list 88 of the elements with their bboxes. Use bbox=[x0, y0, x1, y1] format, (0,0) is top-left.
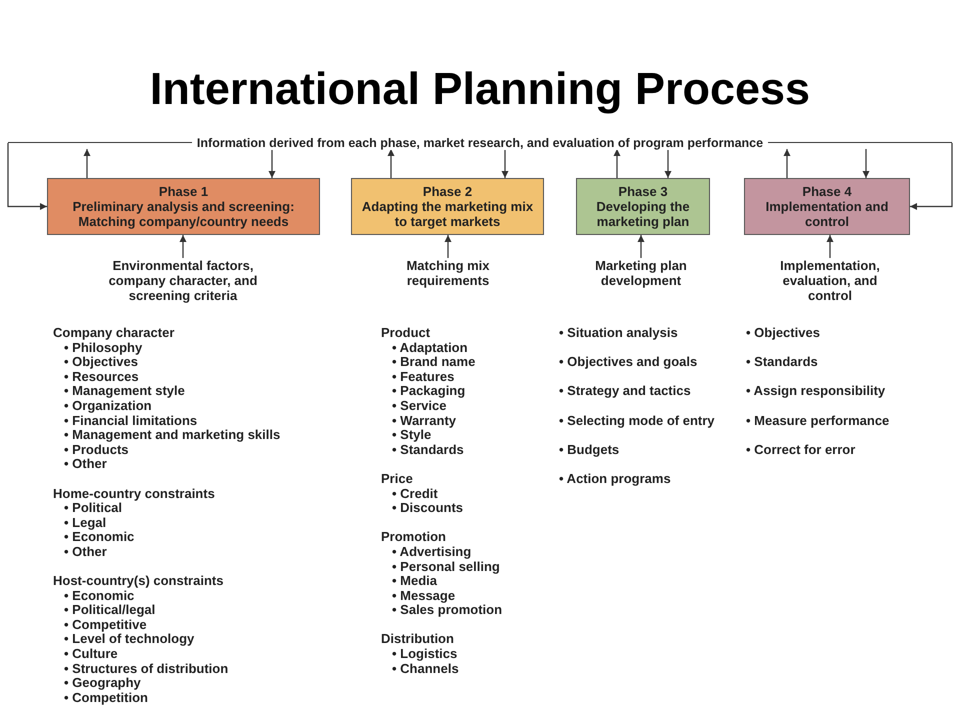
list-heading: Promotion bbox=[381, 530, 447, 545]
list-item: • Organization bbox=[64, 398, 153, 414]
list-item: • Discounts bbox=[392, 501, 464, 516]
list-item: • Channels bbox=[392, 662, 460, 676]
feedback-label: Information derived from each phase, market research, and evaluation of program performance bbox=[192, 136, 768, 150]
list-item: • Selecting mode of entry bbox=[559, 414, 716, 428]
list-item: • Media bbox=[392, 574, 438, 589]
list-item: • Other bbox=[64, 544, 108, 560]
list-item: • Brand name bbox=[392, 355, 476, 370]
list-item: • Financial limitations bbox=[64, 414, 198, 428]
phase-description: Developing the marketing plan bbox=[595, 199, 691, 229]
list-item: • Objectives bbox=[64, 355, 138, 370]
list-item: • Political bbox=[64, 501, 122, 516]
arrow bbox=[444, 235, 452, 258]
list-item: • Geography bbox=[64, 676, 142, 691]
list-heading: Home-country constraints bbox=[53, 486, 216, 502]
list-item: • Correct for error bbox=[746, 442, 856, 458]
list-item: • Level of technology bbox=[64, 632, 196, 648]
phase-heading: Phase 4 bbox=[801, 184, 853, 199]
input-text: Implementation, evaluation, and control bbox=[760, 258, 900, 303]
arrow bbox=[502, 149, 508, 178]
arrow bbox=[388, 149, 394, 178]
phase-heading: Phase 3 bbox=[617, 184, 669, 199]
list-item: • Management and marketing skills bbox=[64, 428, 282, 443]
input-text: Marketing plan development bbox=[576, 258, 706, 288]
input-text: Environmental factors, company character, and screening criteria bbox=[88, 258, 278, 303]
list-item: • Objectives and goals bbox=[559, 355, 698, 370]
arrow bbox=[268, 149, 276, 178]
phase-heading: Phase 1 bbox=[158, 184, 210, 199]
list-item: • Economic bbox=[64, 530, 136, 545]
input-text: Matching mix requirements bbox=[388, 258, 508, 288]
list-item: • Economic bbox=[64, 588, 134, 604]
arrow bbox=[84, 149, 90, 178]
list-item: • Resources bbox=[64, 370, 140, 384]
feedback-loop-arrow bbox=[7, 143, 47, 210]
list-item: • Logistics bbox=[392, 647, 458, 662]
list-item: • Structures of distribution bbox=[64, 662, 230, 676]
list-item: • Political/legal bbox=[64, 603, 156, 618]
feedback-loop-arrow bbox=[910, 143, 953, 210]
phase-heading: Phase 2 bbox=[422, 184, 474, 199]
list-item: • Culture bbox=[64, 647, 119, 662]
list-heading: Product bbox=[381, 326, 432, 341]
list-item: • Strategy and tactics bbox=[559, 384, 692, 399]
list-item: • Competitive bbox=[64, 618, 147, 632]
list-item: • Standards bbox=[392, 442, 465, 458]
arrow bbox=[638, 235, 644, 258]
list-item: • Credit bbox=[392, 486, 439, 502]
list-item: • Service bbox=[392, 398, 446, 414]
list-item: • Situation analysis bbox=[559, 326, 679, 341]
list-item: • Advertising bbox=[392, 544, 472, 560]
list-item: • Message bbox=[392, 588, 456, 604]
arrow bbox=[826, 235, 834, 258]
list-item: • Budgets bbox=[559, 442, 620, 458]
list-item: • Philosophy bbox=[64, 340, 144, 356]
list-item: • Assign responsibility bbox=[746, 384, 886, 399]
list-item: • Features bbox=[392, 370, 456, 384]
list-heading: Price bbox=[381, 472, 414, 487]
list-heading: Company character bbox=[53, 326, 176, 341]
list-item: • Packaging bbox=[392, 384, 466, 399]
phase-box bbox=[351, 178, 544, 235]
list-item: • Style bbox=[392, 428, 432, 443]
title: International Planning Process bbox=[150, 62, 810, 116]
arrow bbox=[862, 149, 870, 178]
phase-box bbox=[744, 178, 910, 235]
arrow bbox=[180, 235, 186, 258]
list-item: • Measure performance bbox=[746, 414, 890, 428]
phase-description: Adapting the marketing mix to target markets bbox=[360, 199, 534, 229]
list-item: • Standards bbox=[746, 355, 819, 370]
list-item: • Objectives bbox=[746, 326, 821, 341]
list-item: • Adaptation bbox=[392, 340, 469, 356]
phase-box bbox=[576, 178, 710, 235]
phase-box bbox=[47, 178, 320, 235]
phase-description: Preliminary analysis and screening: Matching company/country needs bbox=[72, 199, 296, 229]
list-item: • Products bbox=[64, 442, 129, 458]
arrow bbox=[784, 149, 790, 178]
list-item: • Sales promotion bbox=[392, 603, 504, 618]
arrow bbox=[614, 149, 620, 178]
list-item: • Other bbox=[64, 457, 108, 472]
list-item: • Action programs bbox=[559, 472, 672, 487]
phase-description: Implementation and control bbox=[764, 199, 890, 229]
list-item: • Legal bbox=[64, 516, 108, 530]
list-heading: Distribution bbox=[381, 632, 455, 648]
list-item: • Competition bbox=[64, 690, 149, 706]
list-item: • Management style bbox=[64, 384, 186, 399]
arrow bbox=[664, 149, 672, 178]
list-heading: Host-country(s) constraints bbox=[53, 574, 224, 589]
list-item: • Personal selling bbox=[392, 560, 501, 574]
list-item: • Warranty bbox=[392, 414, 458, 428]
